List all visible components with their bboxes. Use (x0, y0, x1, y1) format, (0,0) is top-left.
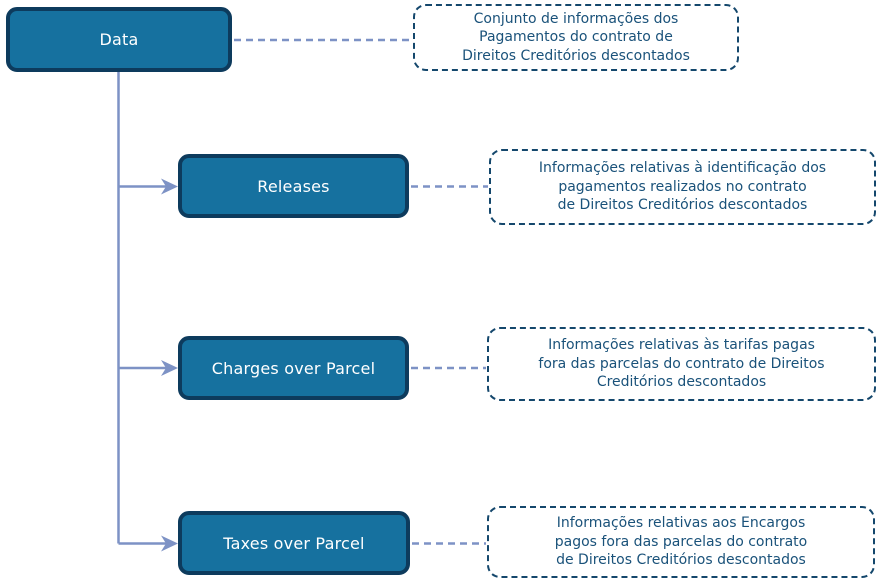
node-taxes-over-parcel: Taxes over Parcel (178, 511, 410, 575)
note-data-text: Conjunto de informações dos Pagamentos d… (462, 10, 690, 64)
note-charges-over-parcel: Informações relativas às tarifas pagas f… (487, 327, 876, 401)
note-releases: Informações relativas à identificação do… (489, 149, 876, 225)
node-charges-over-parcel-label: Charges over Parcel (211, 358, 376, 378)
node-releases-label: Releases (257, 176, 330, 196)
note-releases-text: Informações relativas à identificação do… (538, 160, 827, 214)
note-taxes-over-parcel: Informações relativas aos Encargos pagos… (487, 506, 875, 578)
arrowhead-charges-icon (161, 360, 178, 376)
node-charges-over-parcel: Charges over Parcel (178, 336, 409, 400)
arrowhead-releases-icon (161, 178, 178, 195)
note-charges-over-parcel-text: Informações relativas às tarifas pagas f… (538, 337, 825, 391)
note-taxes-over-parcel-text: Informações relativas aos Encargos pagos… (554, 515, 808, 569)
node-taxes-over-parcel-label: Taxes over Parcel (223, 533, 365, 553)
node-data: Data (6, 7, 232, 72)
note-data: Conjunto de informações dos Pagamentos d… (413, 4, 739, 71)
arrowhead-taxes-icon (161, 535, 178, 552)
node-releases: Releases (178, 154, 409, 218)
node-data-label: Data (99, 30, 139, 49)
